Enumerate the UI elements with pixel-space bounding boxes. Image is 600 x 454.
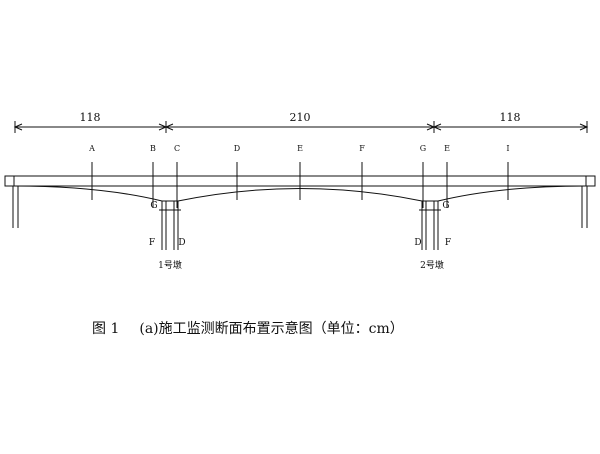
figure-number: 图 1 — [92, 321, 120, 337]
pier2-name: 2号墩 — [420, 259, 444, 271]
section-label-c: C — [174, 144, 180, 153]
right-span-dimension: 118 — [500, 111, 521, 124]
pier-2 — [419, 201, 441, 250]
pier1-foot-right-label: D — [178, 238, 185, 248]
section-label-h: E — [444, 144, 450, 153]
section-label-e: E — [297, 144, 303, 153]
pier2-foot-left-label: D — [414, 238, 421, 248]
abutment-supports — [12, 186, 588, 228]
pier1-top-label: G — [150, 201, 157, 211]
section-label-b: B — [150, 144, 156, 153]
figure-caption: 图 1 (a)施工监测断面布置示意图（单位：cm） — [92, 318, 404, 338]
mid-span-dimension: 210 — [290, 111, 311, 124]
left-span-dimension: 118 — [80, 111, 101, 124]
section-label-g: G — [420, 144, 426, 153]
pier2-top-label: G — [442, 201, 449, 211]
section-lines — [91, 162, 509, 208]
section-label-d: D — [234, 144, 240, 153]
figure-caption-text: (a)施工监测断面布置示意图（单位：cm） — [139, 321, 404, 337]
pier-1 — [159, 201, 181, 250]
dimension-line — [13, 121, 589, 133]
pier1-foot-left-label: F — [149, 238, 155, 248]
section-label-a: A — [88, 144, 95, 153]
pier1-name: 1号墩 — [158, 259, 182, 271]
section-label-i: I — [506, 144, 509, 153]
section-label-f: F — [359, 144, 365, 153]
pier2-foot-right-label: F — [445, 238, 451, 248]
